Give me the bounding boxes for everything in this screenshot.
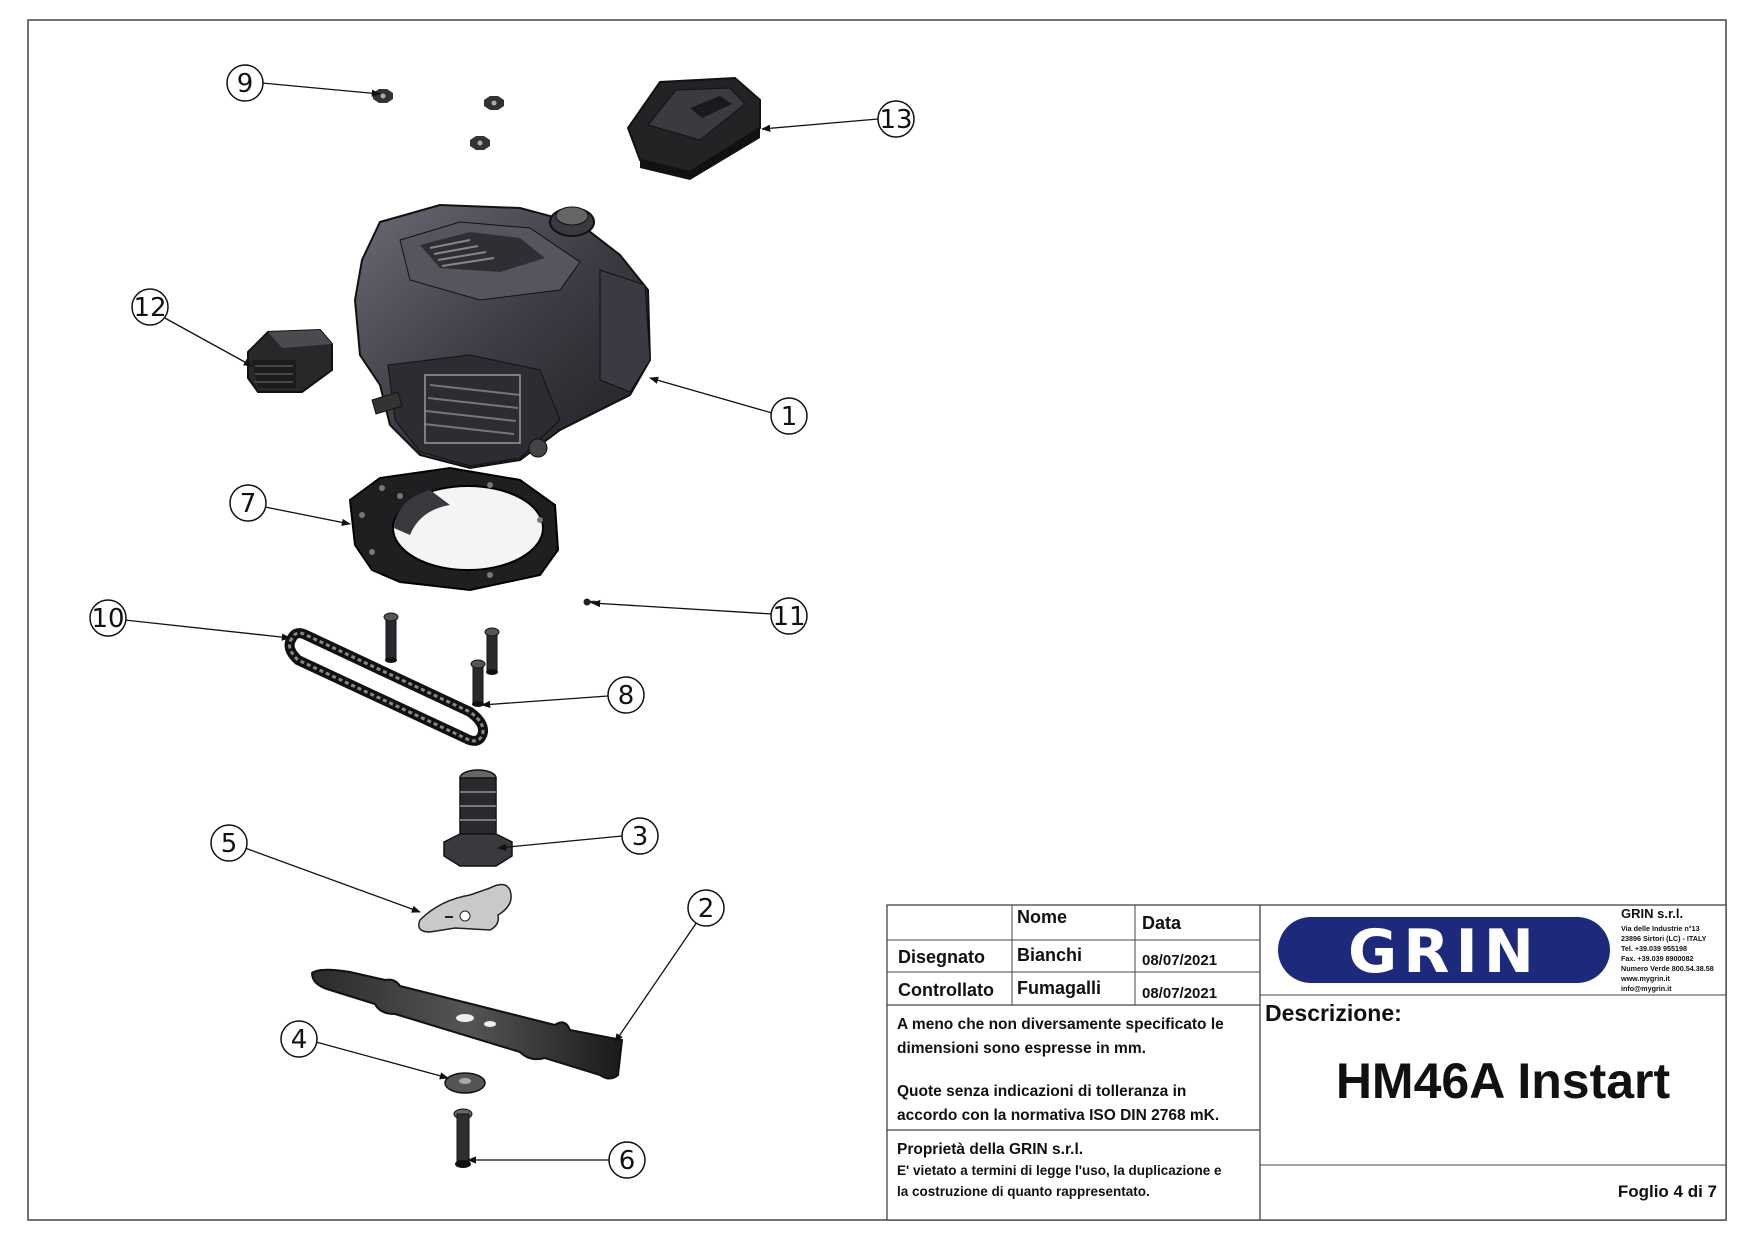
part-blade-bolt [453,1108,473,1168]
callout-10-label: 10 [91,604,124,634]
part-charger [626,76,761,180]
part-flange [348,466,560,592]
callout-3 [621,817,659,855]
exploded-view [247,76,761,1168]
callout-10 [89,599,127,637]
company-line-1: Via delle Industrie n°13 [1621,924,1700,933]
callout-2 [687,889,725,927]
callout-7-label: 7 [240,489,257,519]
company-line-4: Fax. +39.039 8900082 [1621,954,1694,963]
product-title: HM46A Instart [1336,1053,1671,1109]
note-dimensions-line2: dimensioni sono espresse in mm. [897,1040,1146,1057]
company-line-2: 23896 Sirtori (LC) - ITALY [1621,934,1707,943]
row-controllato-label: Controllato [898,980,994,1000]
property-line1: Proprietà della GRIN s.r.l. [897,1141,1083,1158]
callout-1-label: 1 [781,402,798,432]
note-dimensions-line1: A meno che non diversamente specificato … [897,1016,1224,1033]
company-line-5: Numero Verde 800.54.38.58 [1621,964,1714,973]
callout-6-label: 6 [619,1146,636,1176]
row-disegnato-date: 08/07/2021 [1142,952,1217,969]
part-blade [310,968,624,1080]
descrizione-label: Descrizione: [1265,1000,1402,1026]
callout-11-label: 11 [772,602,805,632]
company-line-6: www.mygrin.it [1620,974,1670,983]
logo-text: GRIN [1348,917,1540,987]
part-washer [444,1072,486,1094]
row-controllato-name: Fumagalli [1017,978,1101,998]
part-plate [418,883,512,933]
part-pin [583,598,596,606]
part-battery [247,328,333,393]
callout-5 [210,824,248,862]
header-data: Data [1142,913,1182,933]
title-block: Nome Data Disegnato Bianchi 08/07/2021 C… [886,904,1727,1221]
callout-2-label: 2 [698,894,715,924]
callout-4-label: 4 [291,1025,308,1055]
callout-5-label: 5 [221,829,238,859]
part-adapter [443,769,513,867]
property-line3: la costruzione di quanto rappresentato. [897,1184,1150,1199]
callout-9-label: 9 [237,69,254,99]
sheet-border [27,19,1727,1221]
callout-8-label: 8 [618,681,635,711]
company-name: GRIN s.r.l. [1621,906,1683,921]
callout-13-label: 13 [879,105,912,135]
callout-4 [280,1020,318,1058]
callout-3-label: 3 [632,822,649,852]
row-controllato-date: 08/07/2021 [1142,985,1217,1002]
header-nome: Nome [1017,907,1067,927]
callout-11 [770,597,808,635]
row-disegnato-label: Disegnato [898,947,985,967]
sheet-number: Foglio 4 di 7 [1618,1182,1717,1201]
part-nuts [373,89,504,150]
company-line-3: Tel. +39.039 955198 [1621,944,1687,953]
callout-1 [770,397,808,435]
part-bolts [383,612,500,707]
property-line2: E' vietato a termini di legge l'uso, la … [897,1163,1222,1178]
callout-13 [877,100,915,138]
note-tolerance-line2: accordo con la normativa ISO DIN 2768 mK… [897,1107,1219,1124]
company-line-7: info@mygrin.it [1621,984,1672,993]
callout-9 [226,64,264,102]
part-belt [284,628,489,746]
callout-12-label: 12 [133,293,166,323]
callout-12 [131,288,169,326]
callouts: 9 13 12 1 7 11 10 8 3 [89,64,915,1179]
callout-8 [607,676,645,714]
callout-6 [608,1141,646,1179]
grin-logo: GRIN [1278,917,1610,987]
row-disegnato-name: Bianchi [1017,945,1082,965]
note-tolerance-line1: Quote senza indicazioni di tolleranza in [897,1083,1186,1100]
part-engine [353,203,652,470]
callout-7 [229,484,267,522]
